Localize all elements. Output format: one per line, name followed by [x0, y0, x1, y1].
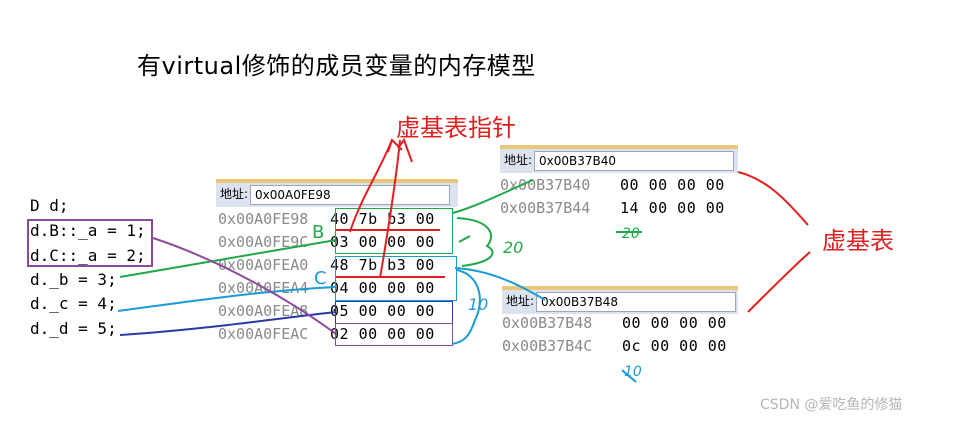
memory-address: 0x00A0FEA0 — [218, 256, 309, 274]
vbtable-bracket — [737, 171, 809, 226]
watermark: CSDN @爱吃鱼的修猫 — [760, 397, 903, 413]
memory-address: 0x00A0FE9C — [218, 233, 309, 251]
arrowhead-stroke — [387, 137, 413, 163]
offset-note-10: 10 — [624, 364, 642, 380]
memory-row: 0x00A0FE9C 03 00 00 00 — [218, 231, 435, 254]
link-stroke — [119, 311, 337, 336]
memory-address: 0x00A0FEAC — [218, 325, 309, 343]
vbptr-arrow — [349, 139, 393, 233]
tick-stroke — [458, 235, 471, 243]
address-input[interactable]: 0x00A0FE98 — [250, 184, 451, 205]
memory-address-bar: 地址:0x00B37B40 — [500, 145, 738, 173]
memory-address: 0x00B37B44 — [500, 199, 591, 217]
vbtable-bracket — [747, 251, 811, 313]
memory-row: 0x00B37B40 00 00 00 00 — [500, 174, 725, 197]
memory-bytes: 05 00 00 00 — [330, 302, 435, 320]
memory-bytes: 00 00 00 00 — [622, 314, 727, 332]
memory-bytes: 14 00 00 00 — [620, 199, 725, 217]
code-block: D d; d.B::_a = 1; d.C::_a = 2; d._b = 3;… — [0, 0, 146, 338]
memory-bytes: 03 00 00 00 — [330, 233, 435, 251]
page-title: 有virtual修饰的成员变量的内存模型 — [137, 52, 536, 80]
underline-stroke — [621, 369, 637, 383]
address-label: 地址: — [504, 153, 533, 167]
vbptr-arrow — [379, 139, 401, 279]
memory-row: 0x00B37B48 00 00 00 00 — [502, 312, 727, 335]
memory-address: 0x00B37B40 — [500, 176, 591, 194]
class-c-label: C — [314, 268, 327, 289]
offset-bracket — [451, 269, 481, 345]
code-line: d._b = 3; — [30, 270, 117, 289]
base-a-assign-box — [27, 219, 153, 267]
code-line: d._d = 5; — [30, 319, 117, 338]
memory-row: 0x00B37B44 14 00 00 00 — [500, 197, 725, 220]
address-input[interactable]: 0x00B37B40 — [534, 150, 735, 171]
memory-bytes: 00 00 00 00 — [620, 176, 725, 194]
class-c-region-box — [335, 256, 457, 301]
address-label: 地址: — [506, 294, 535, 308]
memory-bytes: 02 00 00 00 — [330, 325, 435, 343]
memory-address-bar: 地址:0x00B37B48 — [502, 286, 738, 314]
memory-address: 0x00A0FEA8 — [218, 302, 309, 320]
class-b-label: B — [312, 222, 325, 243]
link-stroke — [119, 239, 337, 278]
memory-row: 0x00B37B4C 0c 00 00 00 — [502, 335, 727, 358]
link-stroke — [454, 267, 546, 301]
vbtable-label: 虚基表 — [822, 227, 894, 255]
offset-note-20: 20 — [622, 226, 640, 242]
memory-row: 0x00A0FEA8 05 00 00 00 — [218, 300, 435, 323]
address-input[interactable]: 0x00B37B48 — [536, 291, 737, 312]
memory-address-bar: 地址:0x00A0FE98 — [216, 179, 458, 207]
bracket-note-20: 20 — [503, 238, 524, 257]
memory-address: 0x00B37B48 — [502, 314, 593, 332]
code-line: d.C::_a = 2; — [30, 246, 146, 265]
link-stroke — [452, 179, 534, 214]
memory-address: 0x00A0FE98 — [218, 210, 309, 228]
memory-bytes: 04 00 00 00 — [330, 279, 435, 297]
memory-address: 0x00B37B4C — [502, 337, 593, 355]
code-line: d.B::_a = 1; — [30, 221, 146, 240]
class-b-region-box — [335, 208, 453, 254]
link-stroke — [117, 286, 337, 312]
code-line: D d; — [30, 196, 69, 215]
link-stroke — [152, 237, 337, 335]
bracket-note-10: 10 — [468, 295, 489, 314]
code-line: d._c = 4; — [30, 294, 117, 313]
address-label: 地址: — [220, 187, 249, 201]
memory-bytes: 0c 00 00 00 — [622, 337, 727, 355]
memory-row: 0x00A0FEAC 02 00 00 00 — [218, 323, 435, 346]
offset-bracket — [456, 217, 494, 267]
vbptr-label: 虚基表指针 — [396, 114, 516, 142]
